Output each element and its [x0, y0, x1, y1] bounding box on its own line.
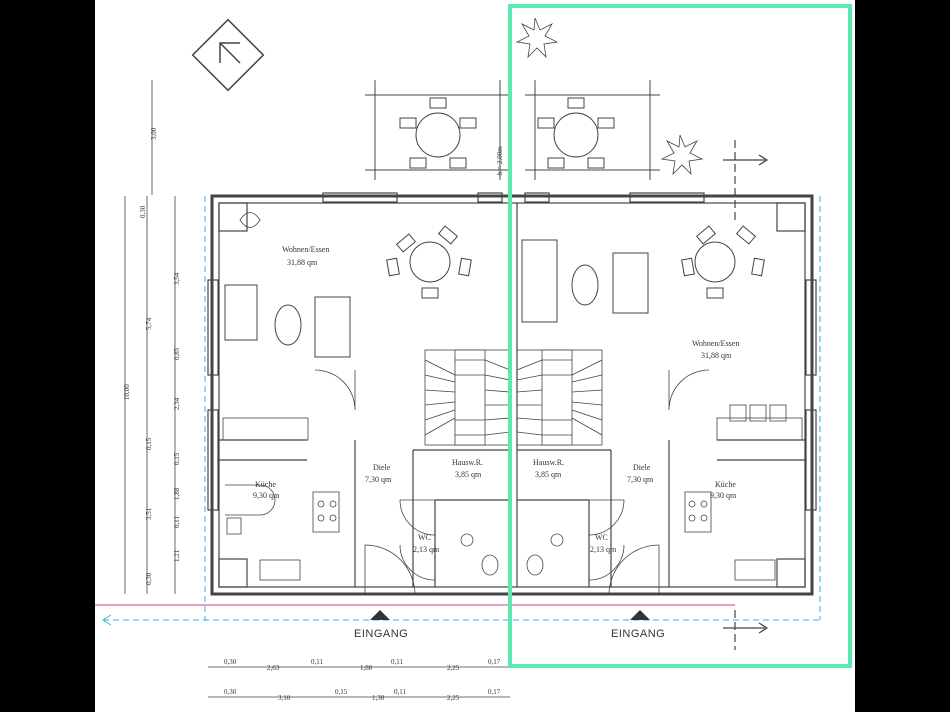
room-area-wc-right: 2,13 qm [590, 545, 617, 554]
dim-vertical-outer-1: 3,00 [150, 127, 158, 140]
dining-table-right-indoor [681, 225, 765, 299]
blue-dimension-lines [102, 196, 821, 626]
section-marker-icon [723, 140, 769, 650]
dim-bottom-r1-5: 0,11 [391, 658, 403, 666]
north-arrow-icon [191, 18, 265, 92]
room-area-wohnen-right: 31,88 qm [701, 351, 732, 360]
room-label-wohnen-right: Wohnen/Essen [692, 339, 739, 348]
dim-bottom-r2-4: 1,30 [372, 694, 385, 702]
vertical-dimension-chain [124, 80, 176, 594]
room-area-diele-left: 7,30 qm [365, 475, 392, 484]
entrance-marker-right [630, 610, 650, 620]
dim-vertical-inner-1: 0,30 [139, 205, 147, 218]
dim-bottom-r2-2: 3,10 [278, 694, 291, 702]
dim-bottom-r2-7: 0,17 [488, 688, 501, 696]
room-area-wohnen-left: 31,88 qm [287, 258, 318, 267]
dim-vertical-inner-10: 0,11 [173, 516, 181, 528]
dim-bottom-r1-6: 2,25 [447, 664, 460, 672]
doors [314, 369, 710, 596]
room-label-wc-right: WC [595, 533, 608, 542]
bottom-dimension-chain [208, 666, 510, 698]
room-label-wc-left: WC [418, 533, 431, 542]
wall-height-note: h = 2,00m [496, 146, 504, 175]
terrace-table-left [365, 80, 510, 180]
dim-vertical-inner-12: 0,30 [145, 572, 153, 585]
room-area-hausw-left: 3,85 qm [455, 470, 482, 479]
dining-table-left-indoor [386, 225, 472, 299]
room-label-diele-left: Diele [373, 463, 391, 472]
dim-bottom-r1-4: 1,80 [360, 664, 373, 672]
living-furniture-right [521, 239, 649, 323]
room-label-wohnen-left: Wohnen/Essen [282, 245, 329, 254]
dim-bottom-r2-5: 0,11 [394, 688, 406, 696]
room-area-kueche-right: 9,30 qm [710, 491, 737, 500]
floor-plan: Wohnen/Essen 31,88 qm Wohnen/Essen 31,88… [95, 4, 852, 702]
entrance-label-left: EINGANG [354, 628, 408, 640]
dim-bottom-r1-1: 0,30 [224, 658, 237, 666]
dim-vertical-inner-2: 3,54 [173, 272, 181, 285]
dim-bottom-r1-3: 0,11 [311, 658, 323, 666]
dim-bottom-r1-7: 0,17 [488, 658, 501, 666]
room-label-hausw-right: Hausw.R. [533, 458, 564, 467]
dim-vertical-inner-11: 1,21 [173, 549, 181, 562]
dim-bottom-r2-1: 0,30 [224, 688, 237, 696]
kitchen-left [222, 417, 340, 581]
plant-icons [239, 17, 704, 228]
room-label-diele-right: Diele [633, 463, 651, 472]
kitchen-right [684, 404, 803, 581]
dim-bottom-r2-3: 0,15 [335, 688, 348, 696]
entrance-marker-left [370, 610, 390, 620]
dim-vertical-inner-5: 2,34 [173, 397, 181, 410]
dim-vertical-inner-8: 1,88 [173, 487, 181, 500]
floor-plan-sheet: Wohnen/Essen 31,88 qm Wohnen/Essen 31,88… [95, 0, 855, 712]
terrace-table-right [525, 80, 660, 180]
room-label-hausw-left: Hausw.R. [452, 458, 483, 467]
dim-vertical-inner-6: 0,15 [145, 437, 153, 450]
dim-vertical-outer-2: 10,00 [123, 384, 131, 400]
wc-fixtures [460, 533, 564, 576]
dim-vertical-inner-3: 5,74 [145, 317, 153, 330]
dim-bottom-r2-6: 2,25 [447, 694, 460, 702]
room-label-kueche-left: Küche [255, 480, 276, 489]
living-furniture-left [224, 284, 351, 358]
dim-vertical-inner-9: 3,51 [145, 507, 153, 520]
room-area-hausw-right: 3,85 qm [535, 470, 562, 479]
dim-vertical-inner-7: 0,15 [173, 452, 181, 465]
stair-right [516, 349, 603, 446]
dim-bottom-r1-2: 2,63 [267, 664, 280, 672]
dim-vertical-inner-4: 0,85 [173, 347, 181, 360]
room-area-wc-left: 2,13 qm [413, 545, 440, 554]
entrance-label-right: EINGANG [611, 628, 665, 640]
room-label-kueche-right: Küche [715, 480, 736, 489]
room-area-kueche-left: 9,30 qm [253, 491, 280, 500]
selection-highlight-box[interactable] [508, 4, 852, 668]
room-area-diele-right: 7,30 qm [627, 475, 654, 484]
stair-left [424, 349, 511, 446]
